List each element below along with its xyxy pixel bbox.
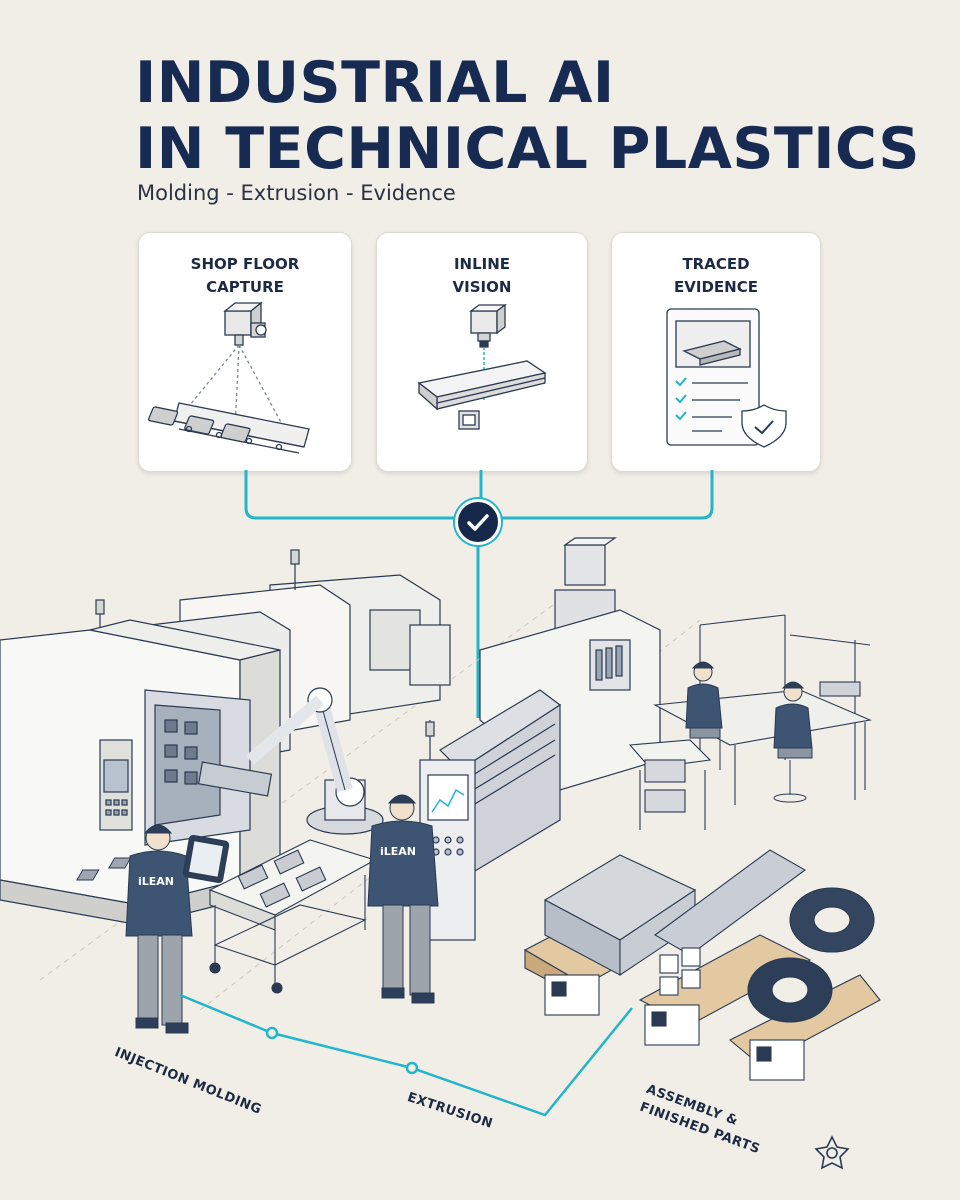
evidence-document-icon [666,308,787,448]
card-label: INLINE VISION [452,255,512,296]
path-node [405,1061,419,1075]
connector-line [244,470,456,520]
injection-molding-machine [0,619,281,926]
seated-workers [685,661,813,803]
assembly-workstations [628,614,872,830]
worker-badge: iLEAN [138,875,174,888]
card-inline-vision: INLINE VISION [376,232,588,472]
page-title: INDUSTRIAL AI IN TECHNICAL PLASTICS [135,50,920,182]
title-line-2: IN TECHNICAL PLASTICS [135,116,920,182]
verified-check-icon [455,499,501,545]
worker-extrusion [367,794,439,1004]
card-label: TRACED EVIDENCE [674,255,758,296]
brand-logo-icon [814,1135,850,1170]
card-shop-floor-capture: SHOP FLOOR CAPTURE [138,232,352,472]
robot-arm [197,687,384,835]
worker-tablet [125,824,230,1034]
connector-line [501,470,714,520]
subtitle: Molding - Extrusion - Evidence [137,181,456,205]
finished-parts [76,849,881,1081]
worker-badge: iLEAN [380,845,416,858]
extrusion-line [419,537,661,941]
parts-cart [208,839,377,994]
card-traced-evidence: TRACED EVIDENCE [611,232,821,472]
vision-profile-icon [417,303,547,430]
card-label: SHOP FLOOR CAPTURE [190,255,300,296]
camera-conveyor-icon [148,301,310,454]
path-node [265,1026,279,1040]
title-line-1: INDUSTRIAL AI [135,50,615,116]
